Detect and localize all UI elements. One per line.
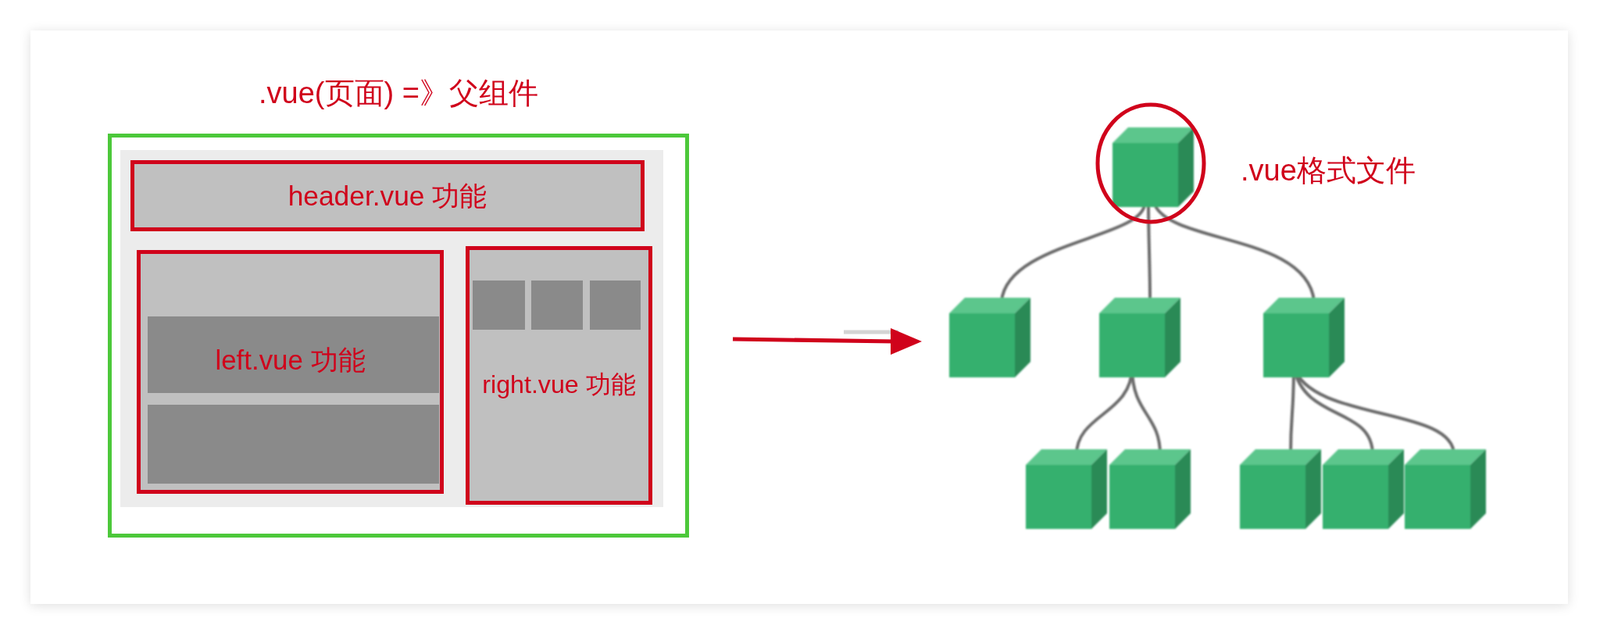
thumb-block	[589, 280, 641, 330]
component-label: left.vue 功能	[145, 343, 436, 377]
right-fill	[465, 246, 653, 505]
tree-link	[1001, 204, 1145, 301]
tree-link	[1293, 367, 1373, 455]
cube	[1112, 127, 1194, 208]
tree-link	[1076, 367, 1133, 455]
page-panel	[120, 150, 664, 508]
tree-link	[1148, 204, 1150, 301]
header-fill	[130, 160, 645, 232]
cube	[1263, 297, 1345, 378]
page-frame: header.vue 功能left.vue 功能right.vue 功能.vue…	[107, 133, 690, 538]
left-fill	[136, 250, 444, 494]
cube	[1322, 449, 1404, 529]
cube	[949, 297, 1031, 378]
component-tree	[949, 127, 1486, 529]
cube	[1404, 449, 1486, 529]
component-label: header.vue 功能	[139, 179, 636, 213]
left-component: left.vue 功能	[136, 250, 444, 494]
cube	[1239, 449, 1322, 529]
tree-link	[1154, 204, 1315, 301]
highlight-ring	[1097, 104, 1204, 222]
cube	[1109, 449, 1191, 529]
cube	[1099, 297, 1181, 378]
tree-link	[1132, 367, 1161, 455]
red-arrow	[732, 339, 896, 342]
tree-caption: .vue格式文件	[1240, 153, 1416, 190]
tree-link	[1293, 367, 1454, 455]
label-holder: .vue格式文件	[1240, 153, 1416, 190]
thumb-block	[531, 280, 583, 330]
header-component: header.vue 功能	[130, 160, 645, 232]
ghost-arrow	[843, 330, 899, 335]
thumb-block	[472, 280, 525, 330]
tree-link	[1290, 367, 1294, 455]
content-block	[147, 404, 440, 484]
arrow-head	[890, 328, 922, 355]
section-heading: .vue(页面) =》父组件	[111, 75, 686, 112]
right-component: right.vue 功能	[465, 246, 653, 505]
component-label: right.vue 功能	[474, 369, 644, 400]
cube	[1025, 449, 1108, 529]
